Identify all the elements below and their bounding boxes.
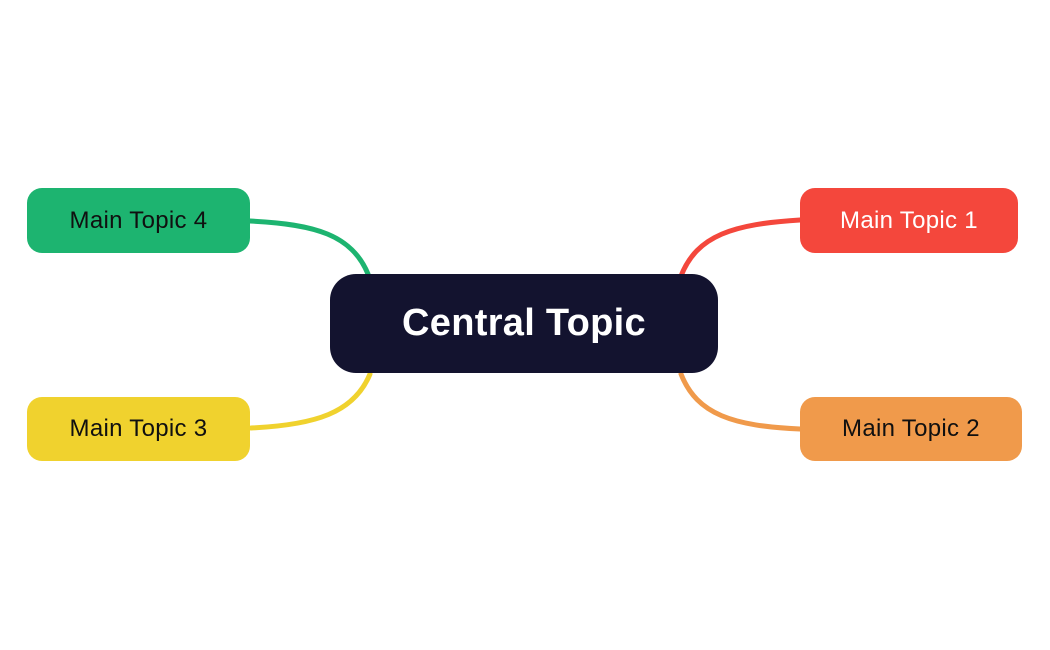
connector-central-to-topic-3 — [248, 371, 373, 431]
main-topic-1-label: Main Topic 1 — [840, 206, 978, 234]
main-topic-2-label: Main Topic 2 — [842, 415, 980, 442]
connector-central-to-topic-2 — [678, 371, 803, 432]
central-topic-label: Central Topic — [402, 302, 646, 344]
connector-central-to-topic-4 — [247, 218, 371, 277]
main-topic-2-node[interactable]: Main Topic 2 — [800, 397, 1022, 461]
main-topic-3-node[interactable]: Main Topic 3 — [27, 397, 250, 461]
main-topic-1-node[interactable]: Main Topic 1 — [800, 188, 1018, 253]
main-topic-4-label: Main Topic 4 — [69, 206, 208, 234]
connector-central-to-topic-1 — [678, 217, 803, 279]
central-topic-node[interactable]: Central Topic — [330, 274, 718, 373]
main-topic-3-label: Main Topic 3 — [69, 415, 208, 442]
main-topic-4-node[interactable]: Main Topic 4 — [27, 188, 250, 253]
